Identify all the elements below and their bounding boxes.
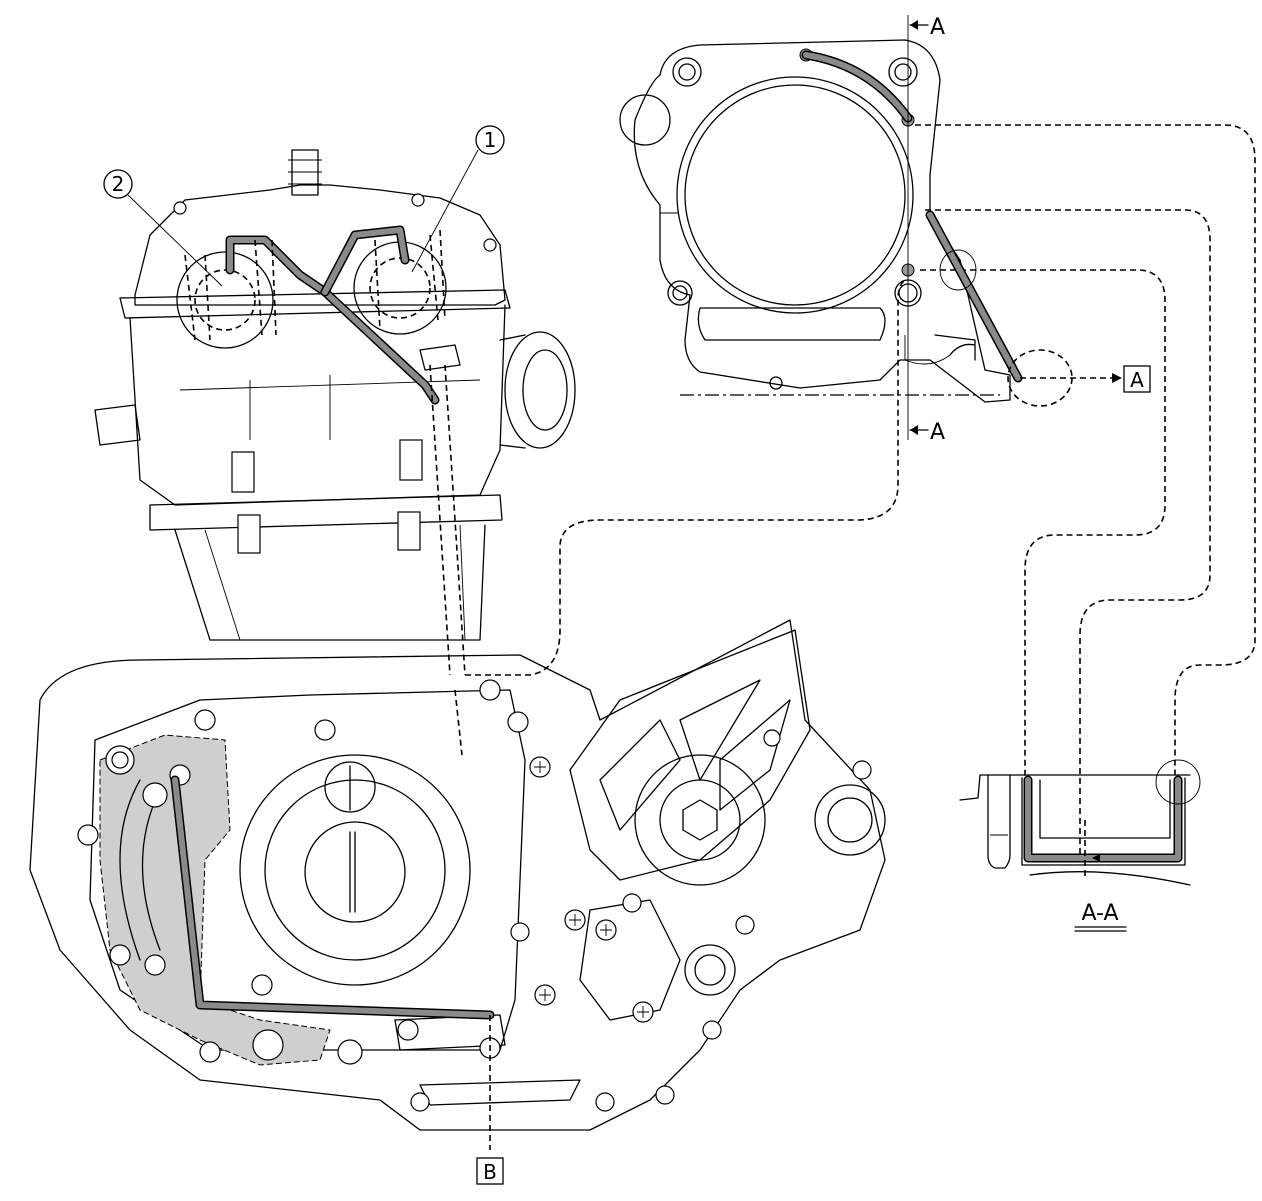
section-mark-bottom: A (909, 420, 945, 445)
crankcase (29, 619, 886, 1131)
section-mark-top-text: A (930, 15, 945, 40)
section-mark-bottom-text: A (930, 420, 945, 445)
cylinder-gasket-view (619, 15, 1122, 440)
oil-gallery-shaded (99, 734, 331, 1066)
crankcase-bolts (77, 679, 872, 1112)
intake-boot (499, 331, 576, 449)
routing-lines (465, 124, 1256, 860)
box-label-a: A (1123, 365, 1151, 393)
box-label-b-text: B (483, 1160, 497, 1184)
callout-2: 2 (103, 169, 223, 287)
cylinder-block (149, 494, 503, 641)
callout-1: 1 (411, 125, 505, 273)
section-a-a-view: A-A (959, 759, 1201, 932)
section-label: A-A (1081, 901, 1118, 926)
box-label-b: B (476, 1157, 504, 1185)
section-mark-top: A (909, 15, 945, 40)
callout-1-label: 1 (484, 128, 497, 152)
box-label-a-text: A (1130, 368, 1144, 392)
cylinder-head (94, 149, 511, 506)
callout-2-label: 2 (112, 172, 125, 196)
plus-screws (529, 756, 654, 1023)
oil-flow-main (170, 225, 495, 1150)
